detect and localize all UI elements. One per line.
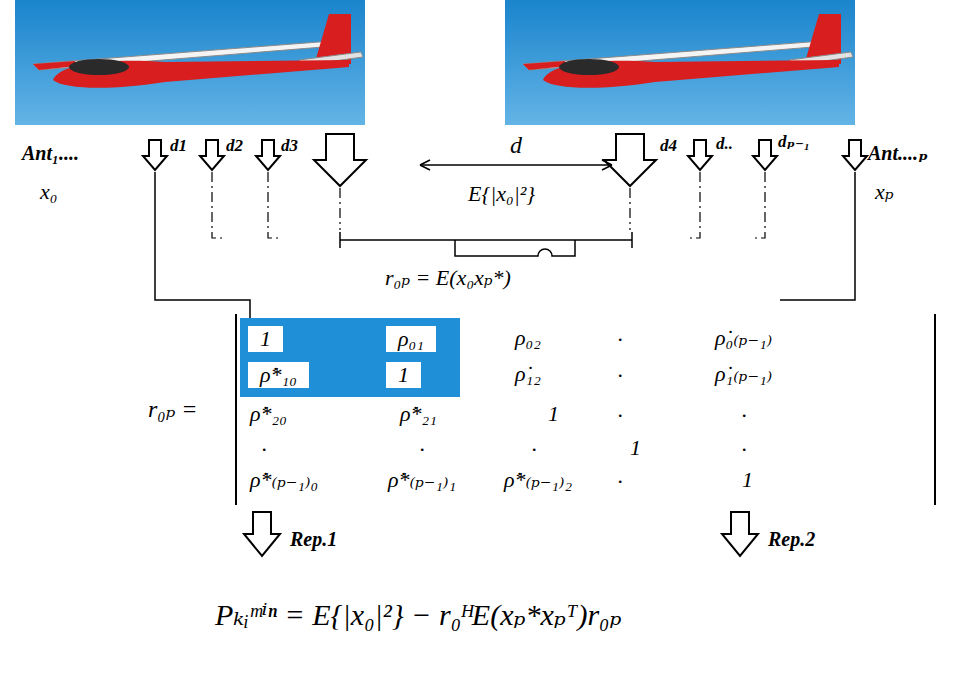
- glider-photo: [15, 0, 365, 125]
- matrix-entry: ρ̇₁₂: [515, 362, 541, 386]
- matrix-entry: ρ₀₂: [515, 326, 541, 350]
- matrix-entry: 1: [742, 468, 753, 492]
- matrix-entry: ρ̇*₂₁: [400, 402, 437, 426]
- matrix-entry: ρ̇₀₍ₚ₋₁₎: [715, 326, 772, 350]
- glider-photo: [505, 0, 855, 125]
- matrix-entry: .: [618, 464, 624, 488]
- antenna-label: Ant....ₚ: [868, 142, 928, 164]
- spacing-label: d2: [226, 137, 243, 156]
- antenna-label: Ant₁....: [22, 142, 79, 164]
- matrix-entry: 1: [630, 436, 641, 460]
- matrix-entry: .: [532, 432, 538, 456]
- spacing-label: d4: [660, 137, 677, 156]
- distance-label: d: [510, 132, 522, 158]
- leader-lines: [155, 160, 855, 318]
- matrix-entry: 1: [386, 362, 421, 388]
- antenna-arrows: [143, 134, 867, 556]
- matrix-entry: ρ̇*₍ₚ₋₁₎₂: [504, 468, 572, 492]
- dash-dot-lines: [212, 172, 765, 238]
- power-label: E{|x₀|²}: [468, 182, 535, 206]
- signal-label: xₚ: [875, 180, 894, 204]
- matrix-entry: 1: [248, 326, 283, 352]
- matrix-name: r₀ₚ =: [148, 396, 197, 422]
- replica-label: Rep.1: [290, 528, 337, 550]
- spacing-label: dₚ₋₁: [778, 133, 810, 152]
- replica-label: Rep.2: [768, 528, 815, 550]
- matrix-brackets: [236, 314, 935, 505]
- matrix-entry: .: [262, 432, 268, 456]
- matrix-entry: ρ̇*₍ₚ₋₁₎₁: [388, 468, 456, 492]
- spacing-label: d1: [170, 137, 187, 156]
- matrix-entry: .: [742, 398, 748, 422]
- matrix-entry: .: [618, 398, 624, 422]
- matrix-entry: ρ₀₁: [386, 326, 436, 352]
- matrix-entry: .: [618, 358, 624, 382]
- matrix-entry: 1: [548, 402, 559, 426]
- spacing-label: d3: [281, 137, 298, 156]
- matrix-entry: ρ̇₁₍ₚ₋₁₎: [715, 362, 772, 386]
- matrix-entry: .: [742, 432, 748, 456]
- matrix-entry: ρ̇*₁₀: [248, 362, 309, 388]
- matrix-entry: .: [420, 432, 426, 456]
- signal-label: x₀: [40, 180, 57, 204]
- formula: Pₖᵢᵐⁱⁿ = E{|x₀|²} − r₀ᴴE(xₚ*xₚᵀ)r₀ₚ: [215, 598, 621, 631]
- matrix-entry: ρ̇*₍ₚ₋₁₎₀: [250, 468, 318, 492]
- spacing-label: d..: [716, 135, 733, 154]
- matrix-entry: .: [618, 322, 624, 346]
- matrix-entry: ρ̇*₂₀: [250, 402, 287, 426]
- correlation-label: r₀ₚ = E(x₀xₚ*): [385, 266, 511, 290]
- highlight-block: 1 ρ₀₁ ρ̇*₁₀ 1: [240, 318, 460, 397]
